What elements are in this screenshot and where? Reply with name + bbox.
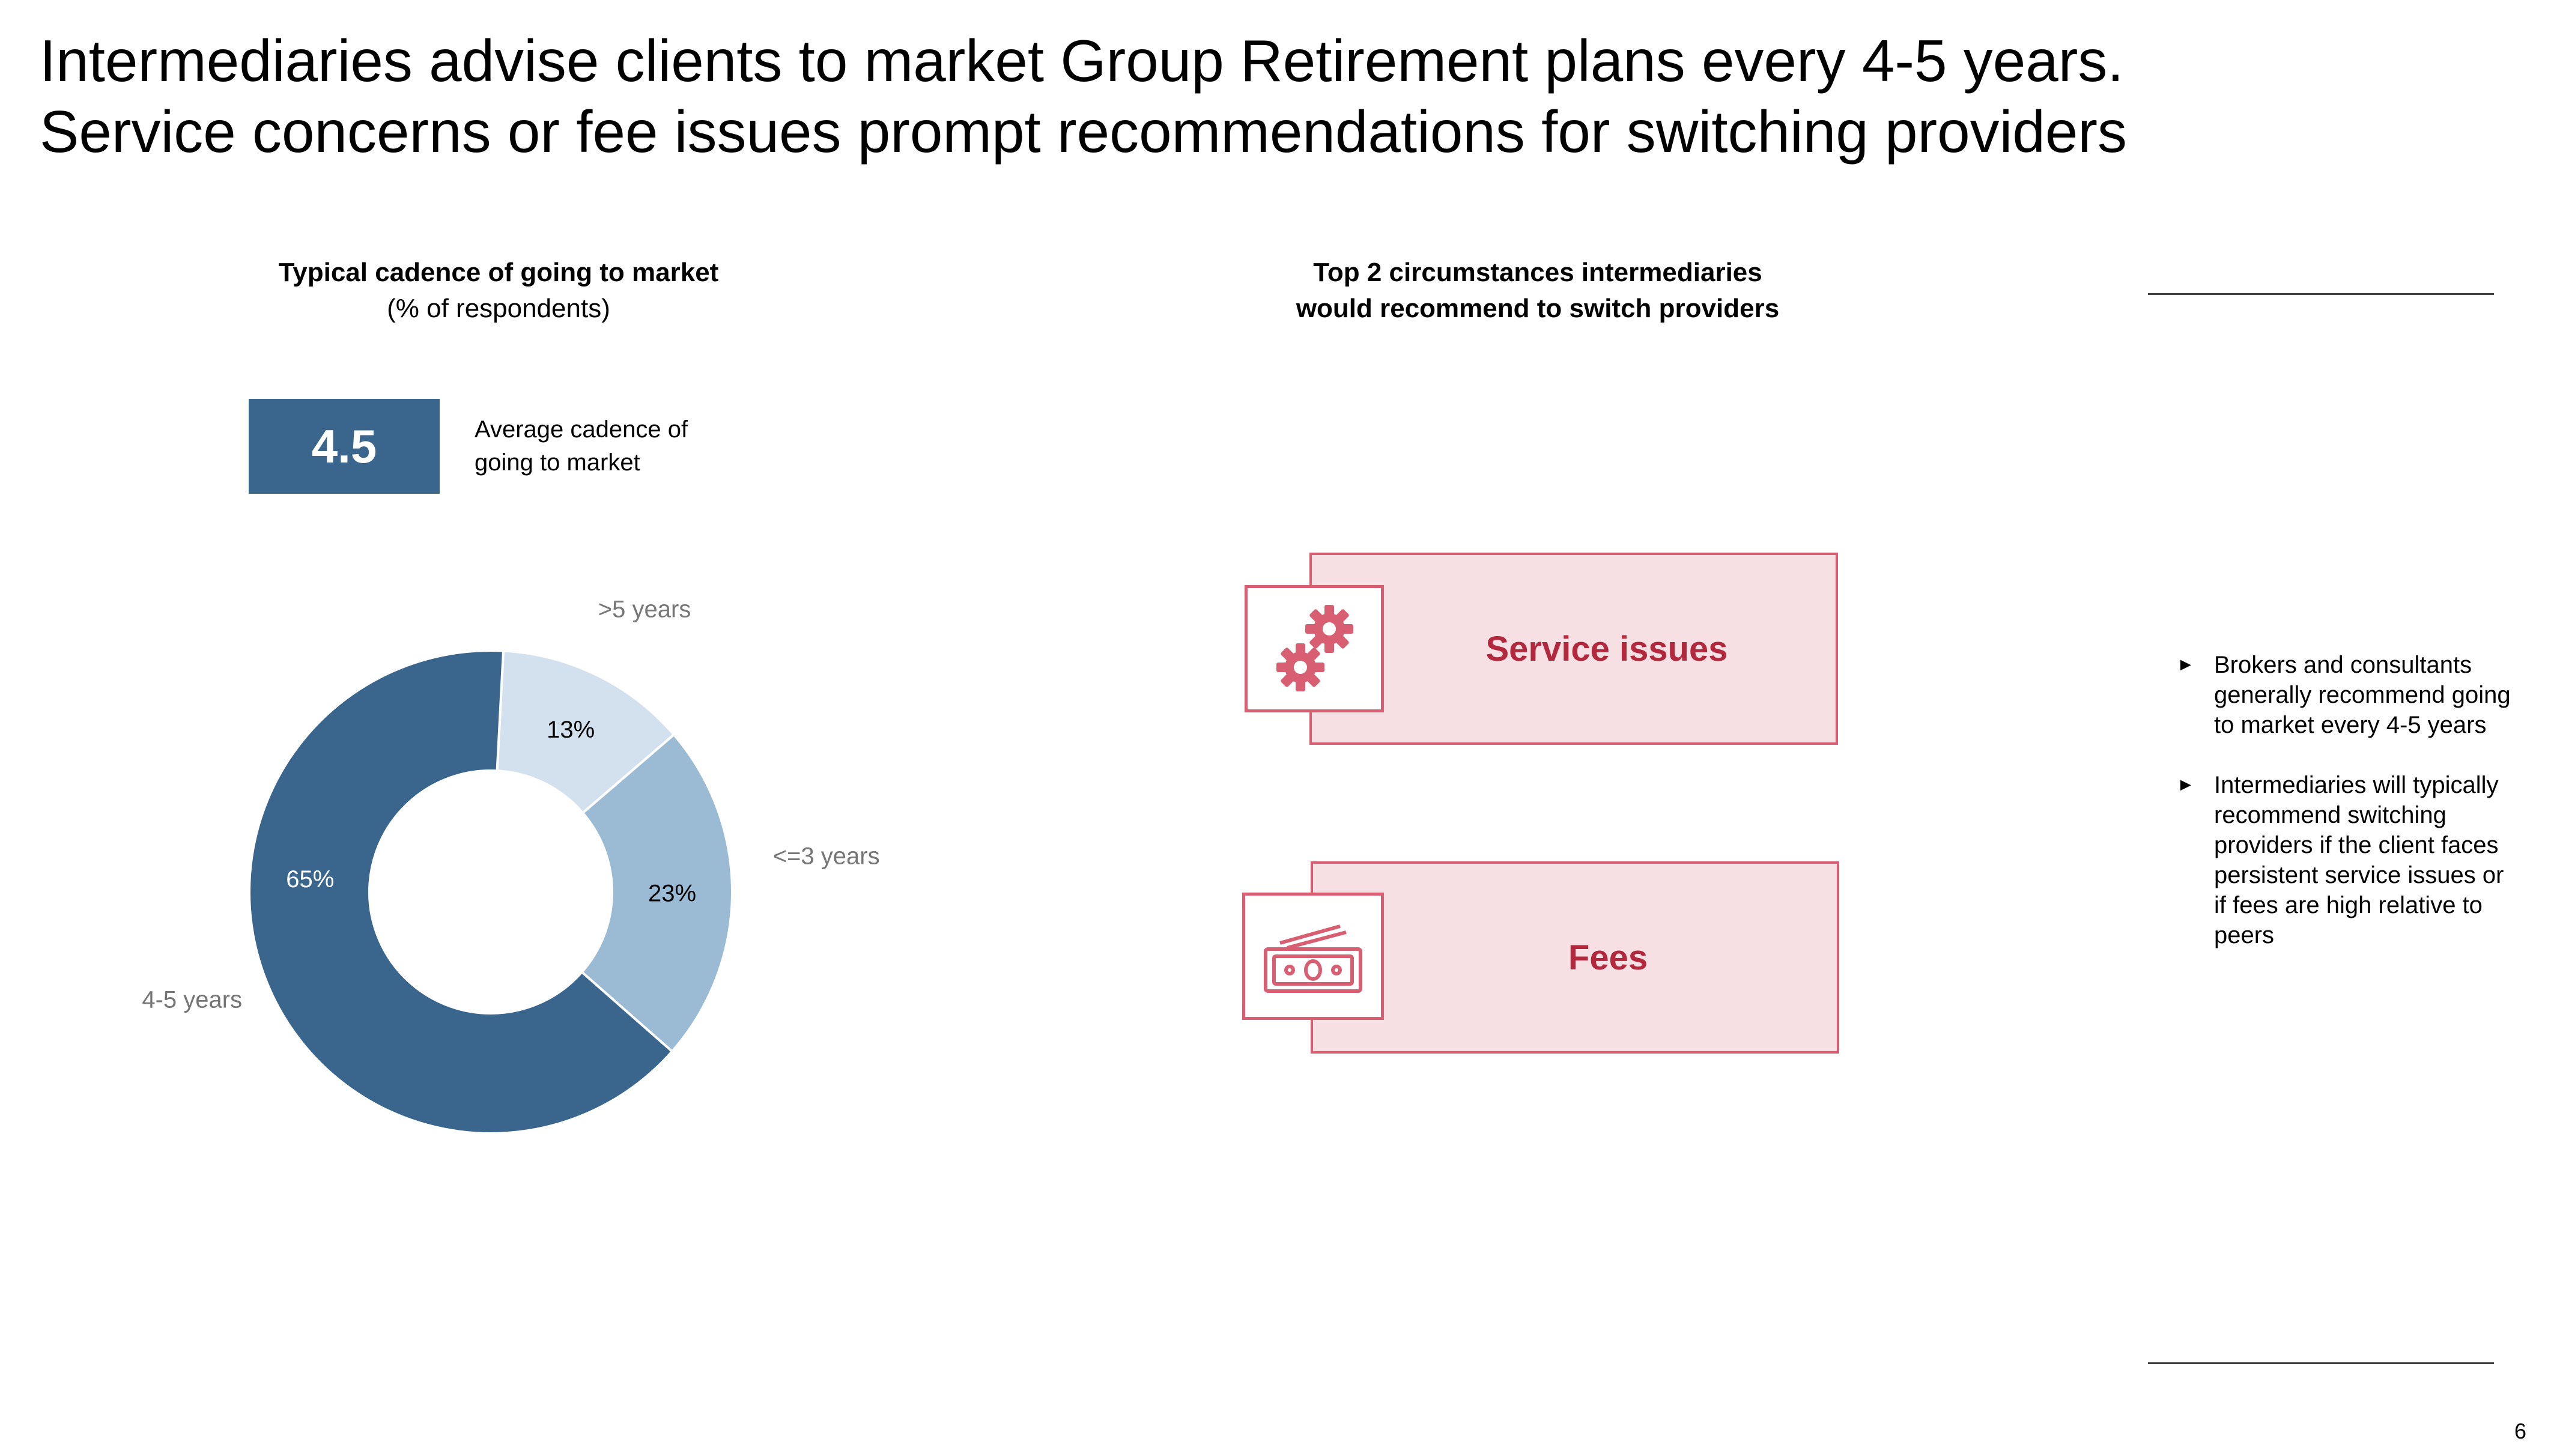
page-number: 6 [2514,1419,2526,1443]
average-cadence-label: Average cadence of going to market [475,416,688,476]
sidebar-divider-top [2148,293,2494,295]
chart-title: Typical cadence of going to market [278,258,719,287]
circumstance-label: Service issues [1485,629,1728,669]
donut-slice [248,649,674,1135]
arrow-icon: ► [2177,775,2195,795]
slide-title-line-2: Service concerns or fee issues prompt re… [40,99,2128,165]
circumstance-fees: Fees [1311,861,1839,1054]
slide-title-line-1: Intermediaries advise clients to market … [40,28,2124,94]
circumstance-label: Fees [1568,938,1648,977]
donut-slice [580,733,733,1054]
arrow-icon: ► [2177,655,2195,675]
chart-subtitle: (% of respondents) [387,294,610,323]
left-panel-title: Typical cadence of going to market (% of… [198,255,799,327]
category-label: >5 years [598,596,691,622]
gears-icon [1245,585,1384,712]
sidebar-divider-bottom [2148,1362,2494,1364]
right-panel-title: Top 2 circumstances intermediaries would… [1237,255,1838,327]
bullet-text: Intermediaries will typically recommend … [2214,772,2504,948]
money-icon [1242,893,1384,1020]
right-panel-title-line-2: would recommend to switch providers [1296,294,1780,323]
category-label: 4-5 years [142,986,242,1013]
average-cadence-value: 4.5 [249,399,440,494]
circumstance-service-issues: Service issues [1309,553,1838,745]
bullet-text: Brokers and consultants generally recomm… [2214,652,2511,738]
category-label: <=3 years [773,843,880,869]
slide-title: Intermediaries advise clients to market … [40,25,2442,167]
slice-value-label: 23% [648,881,696,907]
right-panel-title-line-1: Top 2 circumstances intermediaries [1313,258,1762,287]
slice-value-label: 65% [286,866,334,893]
bullet-item: ► Intermediaries will typically recommend… [2177,770,2513,950]
slice-value-label: 13% [547,717,595,743]
sidebar-bullets: ► Brokers and consultants generally recom… [2177,650,2513,980]
bullet-item: ► Brokers and consultants generally recom… [2177,650,2513,740]
